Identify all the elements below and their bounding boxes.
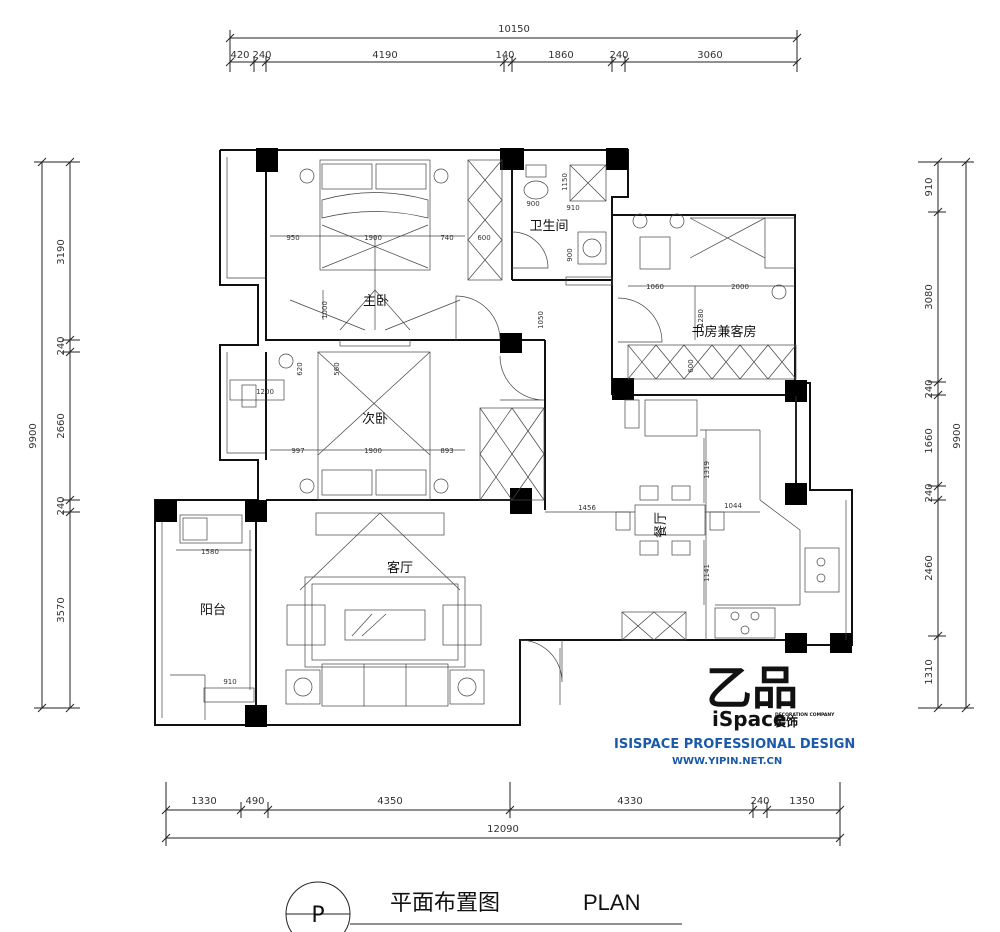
title-cn: 平面布置图 xyxy=(390,891,500,916)
right-dim-1310: 1310 xyxy=(924,659,935,684)
drawing-title: P 平面布置图 PLAN xyxy=(285,881,682,932)
left-total-dim: 9900 xyxy=(28,423,39,448)
bottom-dim-490: 490 xyxy=(245,796,264,807)
right-dim-240: 240 xyxy=(924,379,935,398)
top-total-dim: 10150 xyxy=(498,24,530,35)
bottom-dim-4330: 4330 xyxy=(617,796,642,807)
left-dim-240: 240 xyxy=(56,336,67,355)
kitchen-fixtures xyxy=(621,396,847,641)
balcony-fixtures: 1580 910 阳台 xyxy=(170,514,255,720)
st-dim-2000: 2000 xyxy=(731,283,749,291)
title-badge: P xyxy=(311,903,324,928)
sb-dim-560: 560 xyxy=(333,362,341,375)
bottom-dim-4350: 4350 xyxy=(377,796,402,807)
st-dim-1060: 1060 xyxy=(646,283,664,291)
bottom-dimension-chain: 1330 490 4350 4330 240 1350 12090 xyxy=(161,782,845,846)
logo-mark: 乙品 xyxy=(706,661,798,715)
right-dim-1660: 1660 xyxy=(924,428,935,453)
logo-brand: iSpace xyxy=(712,707,787,731)
right-dimension-chain: 9900 910 3080 240 1660 240 2460 1310 xyxy=(918,157,974,713)
bath-dim-900: 900 xyxy=(526,200,539,208)
dining-furniture: 1456 1044 1319 1141 餐厅 xyxy=(545,399,760,605)
top-dim-420: 420 xyxy=(230,50,249,61)
left-dim-2660: 2660 xyxy=(56,413,67,438)
right-total-dim: 9900 xyxy=(952,423,963,448)
left-dim-3570: 3570 xyxy=(56,597,67,622)
bottom-dim-1330: 1330 xyxy=(191,796,216,807)
right-dim-240b: 240 xyxy=(924,483,935,502)
sb-dim-1200: 1200 xyxy=(256,388,274,396)
master-bedroom-label: 主卧 xyxy=(363,294,389,309)
mb-dim-740: 740 xyxy=(440,234,453,242)
mb-dim-950: 950 xyxy=(286,234,299,242)
bottom-dim-1350: 1350 xyxy=(789,796,814,807)
st-dim-600: 600 xyxy=(687,359,695,372)
bathroom-label: 卫生间 xyxy=(529,219,568,234)
master-bedroom-furniture: 950 1900 740 600 1000 主卧 xyxy=(270,159,503,347)
left-dim-240b: 240 xyxy=(56,496,67,515)
right-dim-910: 910 xyxy=(924,177,935,196)
company-logo: 乙品 iSpace DECORATION COMPANY 装饰 ISISPACE… xyxy=(614,661,855,767)
logo-tagline: ISISPACE PROFESSIONAL DESIGN xyxy=(614,737,855,752)
balcony-label: 阳台 xyxy=(200,603,226,618)
right-dim-3080: 3080 xyxy=(924,284,935,309)
din-dim-1456: 1456 xyxy=(578,504,596,512)
title-en: PLAN xyxy=(583,890,640,915)
left-dimension-chain: 9900 3190 240 2660 240 3570 xyxy=(28,157,80,713)
living-label: 客厅 xyxy=(387,560,413,576)
study-guest-furniture: 1060 2000 1280 600 书房兼客房 xyxy=(617,213,797,380)
mb-dim-1900: 1900 xyxy=(364,234,382,242)
sb-dim-893: 893 xyxy=(440,447,453,455)
study-guest-label: 书房兼客房 xyxy=(691,324,756,340)
sb-dim-620: 620 xyxy=(296,362,304,375)
second-bedroom-furniture: 1200 997 1900 893 620 560 次卧 xyxy=(229,351,545,501)
logo-url: WWW.YIPIN.NET.CN xyxy=(672,756,782,767)
mb-dim-1000: 1000 xyxy=(321,301,329,319)
right-dim-2460: 2460 xyxy=(924,555,935,580)
bath-dim-900b: 900 xyxy=(566,248,574,261)
logo-side: 装饰 xyxy=(773,714,798,729)
din-dim-1044: 1044 xyxy=(724,502,742,510)
bath-dim-1050: 1050 xyxy=(537,311,545,329)
dining-label: 餐厅 xyxy=(653,512,669,538)
bal-dim-1580: 1580 xyxy=(201,548,219,556)
top-dim-3060: 3060 xyxy=(697,50,722,61)
bottom-total-dim: 12090 xyxy=(487,824,519,835)
living-furniture: 客厅 xyxy=(285,512,563,707)
bath-dim-1150: 1150 xyxy=(561,173,569,191)
second-bedroom-label: 次卧 xyxy=(362,411,388,427)
bottom-dim-240: 240 xyxy=(750,796,769,807)
top-dim-4190: 4190 xyxy=(372,50,397,61)
sb-dim-997: 997 xyxy=(291,447,304,455)
top-dim-1860: 1860 xyxy=(548,50,573,61)
bathroom-fixtures: 900 910 1150 900 1050 卫生间 xyxy=(511,164,613,329)
walls xyxy=(154,149,853,726)
mb-dim-600: 600 xyxy=(477,234,490,242)
din-dim-1319: 1319 xyxy=(703,461,711,479)
top-dim-140: 140 xyxy=(495,50,514,61)
sb-dim-1900: 1900 xyxy=(364,447,382,455)
top-dim-240: 240 xyxy=(252,50,271,61)
top-dimension-chain: 10150 420 240 4190 140 1860 240 3060 xyxy=(225,24,802,72)
top-dim-240b: 240 xyxy=(609,50,628,61)
logo-sub: DECORATION COMPANY xyxy=(775,712,835,718)
bath-dim-910: 910 xyxy=(566,204,579,212)
left-dim-3190: 3190 xyxy=(56,239,67,264)
st-dim-1280: 1280 xyxy=(697,309,705,327)
structural-columns xyxy=(155,148,852,727)
bal-dim-910: 910 xyxy=(223,678,236,686)
din-dim-1141: 1141 xyxy=(703,564,711,582)
